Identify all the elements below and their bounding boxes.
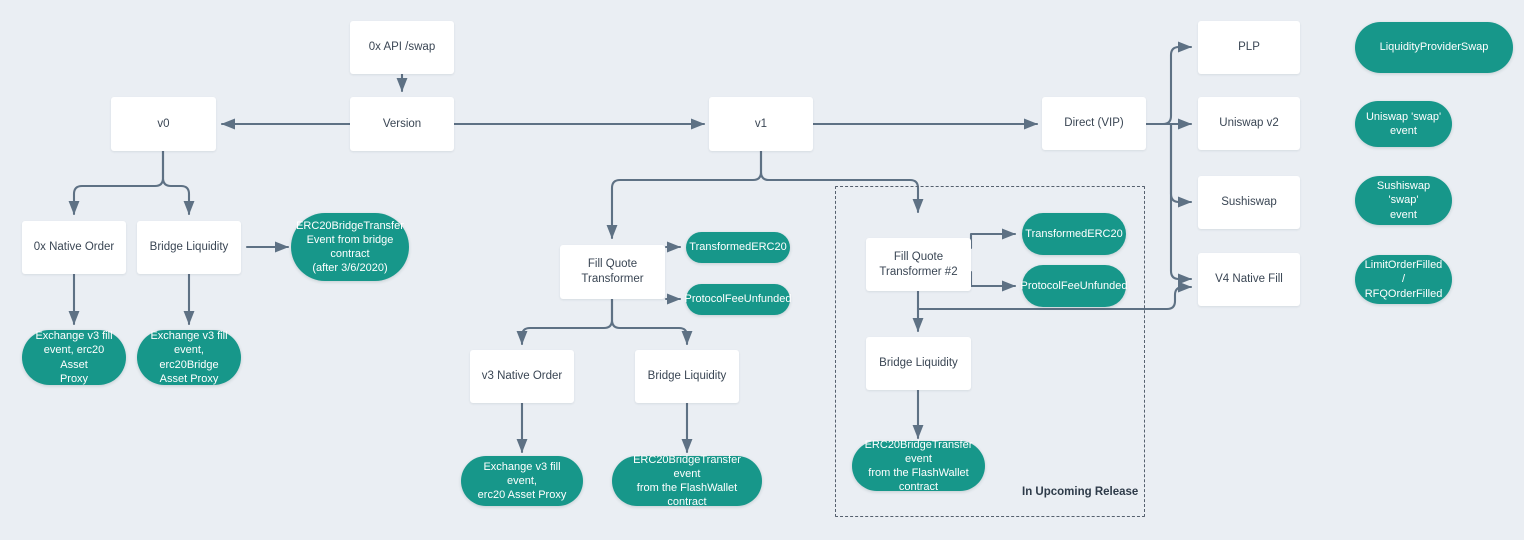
node-liquidity-provider-swap[interactable]: LiquidityProviderSwap xyxy=(1355,22,1513,73)
node-fill-quote-transformer[interactable]: Fill Quote Transformer xyxy=(560,245,665,299)
node-0x-native-order[interactable]: 0x Native Order xyxy=(22,221,126,274)
node-transformed-erc20-1[interactable]: TransformedERC20 xyxy=(686,232,790,263)
node-label: Bridge Liquidity xyxy=(149,241,229,254)
node-direct-vip[interactable]: Direct (VIP) xyxy=(1042,97,1146,150)
upcoming-release-region xyxy=(835,186,1145,517)
node-v3-native-order[interactable]: v3 Native Order xyxy=(470,350,574,403)
node-label: Exchange v3 fill event, erc20 Asset Prox… xyxy=(477,460,567,502)
node-label: Exchange v3 fill event, erc20 Asset Prox… xyxy=(35,330,113,385)
node-protocol-fee-unfunded-1[interactable]: ProtocolFeeUnfunded xyxy=(685,284,792,315)
node-erc20-bridge-transfer-v0[interactable]: ERC20BridgeTransfer Event from bridge co… xyxy=(291,213,409,281)
node-label: ERC20BridgeTransfer event from the Flash… xyxy=(864,438,973,494)
node-version[interactable]: Version xyxy=(350,97,454,151)
node-exchange-v3-fill-event[interactable]: Exchange v3 fill event, erc20 Asset Prox… xyxy=(461,456,583,506)
node-exchange-v3-erc20-asset-proxy[interactable]: Exchange v3 fill event, erc20 Asset Prox… xyxy=(22,330,126,385)
upcoming-release-label: In Upcoming Release xyxy=(1022,486,1139,498)
node-erc20-bridge-transfer-flashwallet-2[interactable]: ERC20BridgeTransfer event from the Flash… xyxy=(852,438,985,494)
node-label: Bridge Liquidity xyxy=(647,370,727,383)
node-sushiswap[interactable]: Sushiswap xyxy=(1198,176,1300,229)
node-label: TransformedERC20 xyxy=(689,241,787,254)
node-sushiswap-swap-event[interactable]: Sushiswap 'swap' event xyxy=(1355,176,1452,225)
node-transformed-erc20-2[interactable]: TransformedERC20 xyxy=(1022,213,1126,255)
node-bridge-liquidity-v2[interactable]: Bridge Liquidity xyxy=(866,337,971,390)
node-label: LimitOrderFilled / RFQOrderFilled xyxy=(1364,259,1443,300)
node-label: LiquidityProviderSwap xyxy=(1379,41,1489,54)
node-label: ERC20BridgeTransfer Event from bridge co… xyxy=(296,219,404,275)
node-label: Version xyxy=(382,117,422,130)
node-label: ProtocolFeeUnfunded xyxy=(1020,279,1128,292)
node-api-swap[interactable]: 0x API /swap xyxy=(350,21,454,74)
node-label: Sushiswap 'swap' event xyxy=(1376,180,1431,221)
node-uniswap-v2[interactable]: Uniswap v2 xyxy=(1198,97,1300,150)
node-label: Sushiswap xyxy=(1221,196,1277,209)
node-uniswap-swap-event[interactable]: Uniswap 'swap' event xyxy=(1355,101,1452,147)
node-label: Fill Quote Transformer xyxy=(581,258,644,285)
node-limit-rfq-order-filled[interactable]: LimitOrderFilled / RFQOrderFilled xyxy=(1355,255,1452,304)
node-label: Fill Quote Transformer #2 xyxy=(879,250,958,278)
node-label: v1 xyxy=(754,117,768,130)
node-label: Exchange v3 fill event, erc20Bridge Asse… xyxy=(150,330,228,385)
node-label: ERC20BridgeTransfer event from the Flash… xyxy=(633,453,741,509)
node-label: Direct (VIP) xyxy=(1064,117,1124,130)
node-v4-native-fill[interactable]: V4 Native Fill xyxy=(1198,253,1300,306)
node-erc20-bridge-transfer-flashwallet[interactable]: ERC20BridgeTransfer event from the Flash… xyxy=(612,453,762,509)
node-fill-quote-transformer-2[interactable]: Fill Quote Transformer #2 xyxy=(866,238,971,291)
node-label: ProtocolFeeUnfunded xyxy=(684,293,792,306)
node-label: 0x API /swap xyxy=(368,41,436,54)
node-label: 0x Native Order xyxy=(33,241,115,254)
node-label: Bridge Liquidity xyxy=(879,357,958,370)
node-bridge-liquidity-v0[interactable]: Bridge Liquidity xyxy=(137,221,241,274)
node-v1[interactable]: v1 xyxy=(709,97,813,151)
node-label: Uniswap 'swap' event xyxy=(1365,110,1442,137)
node-label: V4 Native Fill xyxy=(1215,273,1283,286)
node-label: v3 Native Order xyxy=(481,370,563,383)
node-v0[interactable]: v0 xyxy=(111,97,216,151)
node-label: PLP xyxy=(1238,41,1260,54)
node-plp[interactable]: PLP xyxy=(1198,21,1300,74)
node-exchange-v3-erc20bridge-asset-proxy[interactable]: Exchange v3 fill event, erc20Bridge Asse… xyxy=(137,330,241,385)
node-label: TransformedERC20 xyxy=(1025,227,1123,240)
node-label: Uniswap v2 xyxy=(1219,117,1279,130)
node-label: v0 xyxy=(157,117,170,130)
node-bridge-liquidity-v1[interactable]: Bridge Liquidity xyxy=(635,350,739,403)
node-protocol-fee-unfunded-2[interactable]: ProtocolFeeUnfunded xyxy=(1021,265,1128,307)
